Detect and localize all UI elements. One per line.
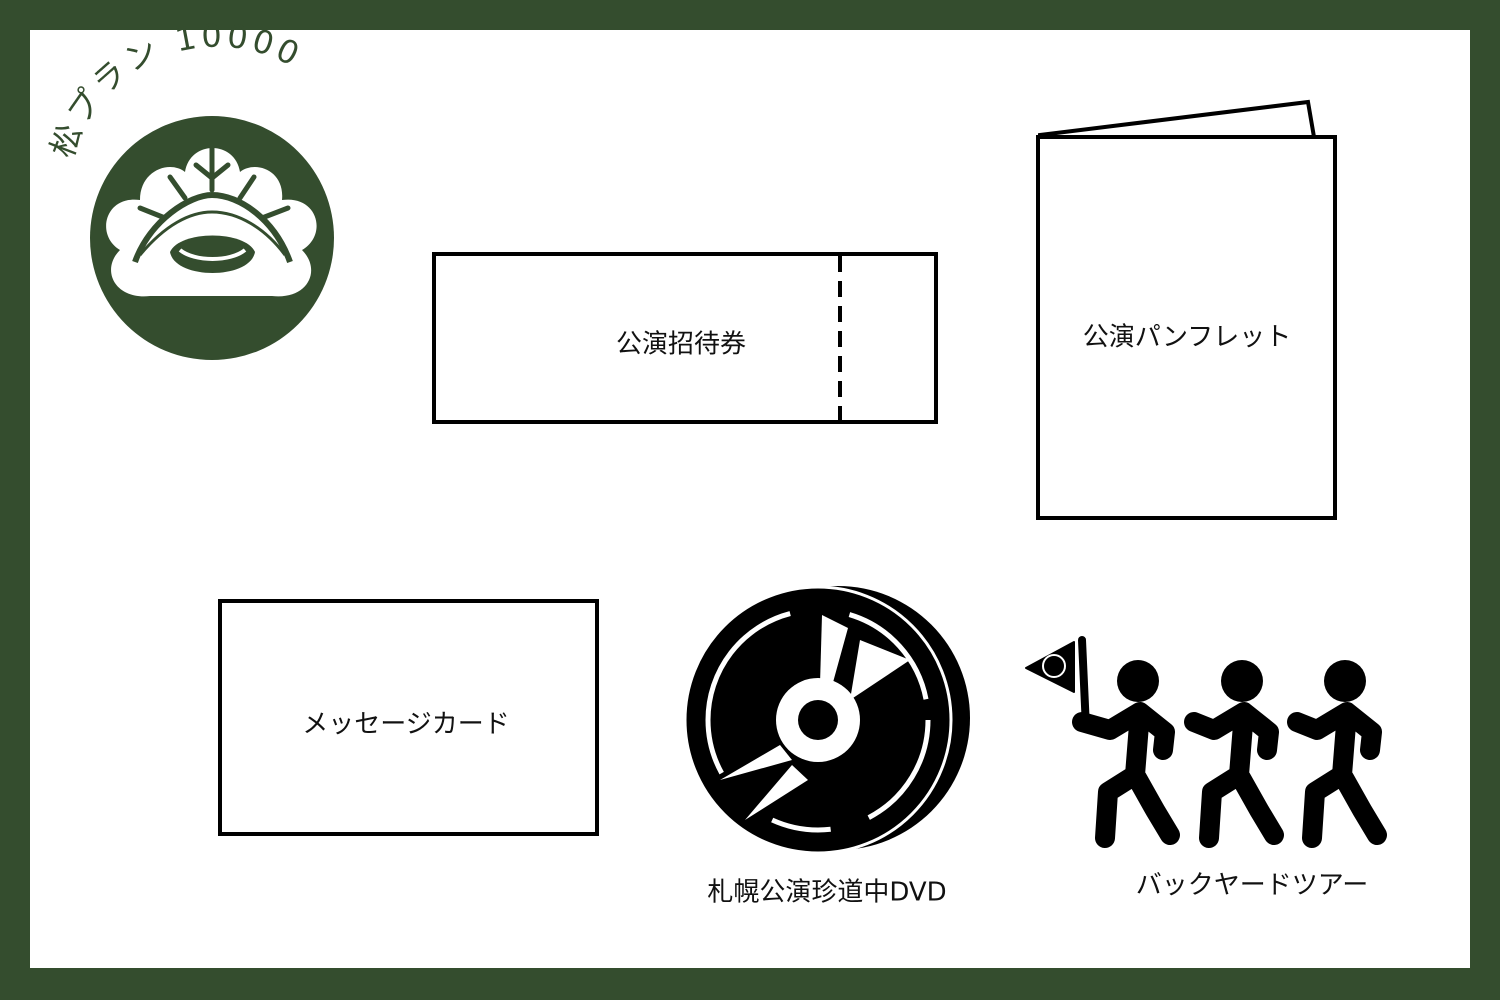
- card-label: メッセージカード: [302, 709, 510, 740]
- dvd-label: 札幌公演珍道中DVD: [707, 877, 947, 908]
- tour-group-icon: [1025, 636, 1387, 848]
- tour-label: バックヤードツアー: [1135, 870, 1369, 901]
- card-icon: [218, 599, 599, 836]
- pamphlet-label: 公演パンフレット: [1082, 322, 1292, 353]
- ticket-icon: [432, 252, 938, 424]
- disc-icon: [683, 585, 970, 855]
- pine-crest-icon: [90, 116, 334, 360]
- ticket-label: 公演招待券: [615, 329, 747, 360]
- pamphlet-icon: [1036, 99, 1337, 520]
